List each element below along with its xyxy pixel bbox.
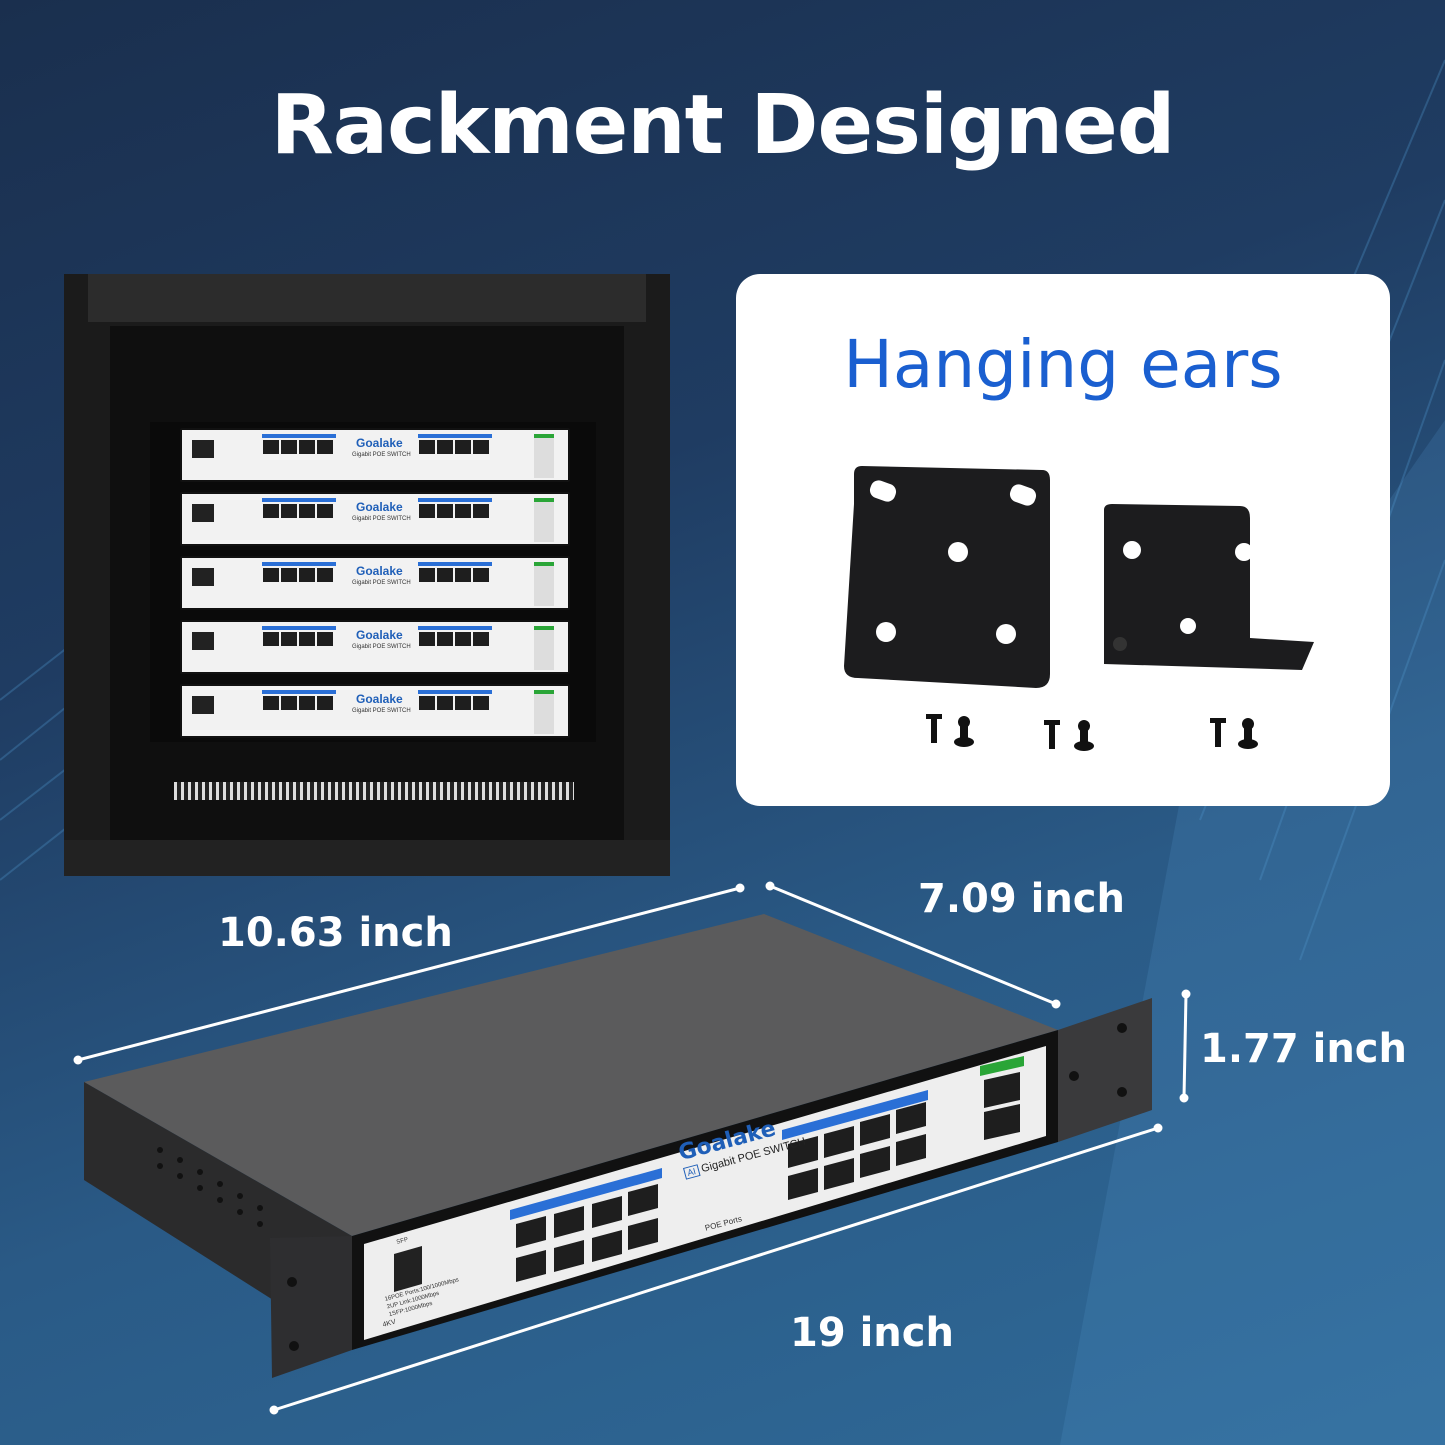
ethernet-ports-group-2 — [788, 1102, 926, 1200]
port-label-bar — [510, 1168, 662, 1220]
bracket-left-icon — [844, 466, 1050, 688]
port-group — [262, 626, 336, 666]
brand-label: Goalake — [356, 564, 403, 578]
hanging-ears-card: Hanging ears — [736, 274, 1390, 806]
uplink-label-bar — [980, 1056, 1024, 1076]
port-group — [418, 434, 492, 474]
brand-label: Goalake — [356, 500, 403, 514]
port-group — [418, 498, 492, 538]
uplink-port-icon — [534, 626, 554, 670]
port-group — [262, 562, 336, 602]
dimension-height: 1.77 inch — [1200, 1026, 1407, 1072]
uplink-port-icon — [534, 562, 554, 606]
rack-switch-1: Goalake Gigabit POE SWITCH — [180, 428, 570, 482]
dimension-depth: 10.63 inch — [218, 910, 453, 956]
sfp-port-icon — [192, 632, 214, 650]
brand-label: Goalake — [356, 436, 403, 450]
right-rack-ear — [1058, 998, 1152, 1142]
port-group — [418, 690, 492, 730]
hanging-ears-title: Hanging ears — [843, 326, 1283, 403]
rack-switch-3: Goalake Gigabit POE SWITCH — [180, 556, 570, 610]
vent-icon — [157, 1147, 263, 1227]
sfp-port-icon — [192, 440, 214, 458]
switch-top-surface — [84, 914, 1058, 1236]
model-label: Gigabit POE SWITCH — [352, 580, 411, 586]
dimension-width-top: 7.09 inch — [918, 876, 1125, 922]
bracket-right-icon — [1104, 504, 1314, 670]
sfp-port-icon — [394, 1246, 422, 1292]
port-group — [262, 498, 336, 538]
uplink-port-icon — [984, 1072, 1020, 1108]
model-label: Gigabit POE SWITCH — [352, 516, 411, 522]
uplink-port-icon — [984, 1104, 1020, 1140]
uplink-port-icon — [534, 690, 554, 734]
brand-label: Goalake — [356, 692, 403, 706]
page-title: Rackment Designed — [270, 78, 1176, 173]
sfp-port-icon — [192, 504, 214, 522]
rack-switch-4: Goalake Gigabit POE SWITCH — [180, 620, 570, 674]
rack-vent — [174, 782, 574, 800]
port-label-bar — [782, 1090, 928, 1140]
port-group — [262, 434, 336, 474]
rack-cabinet-photo: Goalake Gigabit POE SWITCH Goalake Gigab… — [64, 274, 670, 876]
brackets-illustration — [844, 466, 1314, 751]
dimension-lines — [73, 881, 1191, 1415]
left-rack-ear — [270, 1236, 352, 1378]
uplink-port-icon — [534, 498, 554, 542]
port-group — [418, 562, 492, 602]
model-label: Gigabit POE SWITCH — [352, 708, 411, 714]
screws-icon — [926, 714, 1258, 751]
ethernet-ports-group-1 — [516, 1184, 658, 1282]
model-label: Gigabit POE SWITCH — [352, 644, 411, 650]
port-group — [262, 690, 336, 730]
rack-switch-2: Goalake Gigabit POE SWITCH — [180, 492, 570, 546]
dimension-width-front: 19 inch — [790, 1310, 954, 1356]
rack-switch-5: Goalake Gigabit POE SWITCH — [180, 684, 570, 738]
rack-bottom-frame — [64, 840, 670, 876]
sfp-port-icon — [192, 568, 214, 586]
sfp-port-icon — [192, 696, 214, 714]
model-label: Gigabit POE SWITCH — [352, 452, 411, 458]
uplink-port-icon — [534, 434, 554, 478]
brand-label: Goalake — [356, 628, 403, 642]
port-group — [418, 626, 492, 666]
rack-top-frame — [88, 274, 646, 322]
